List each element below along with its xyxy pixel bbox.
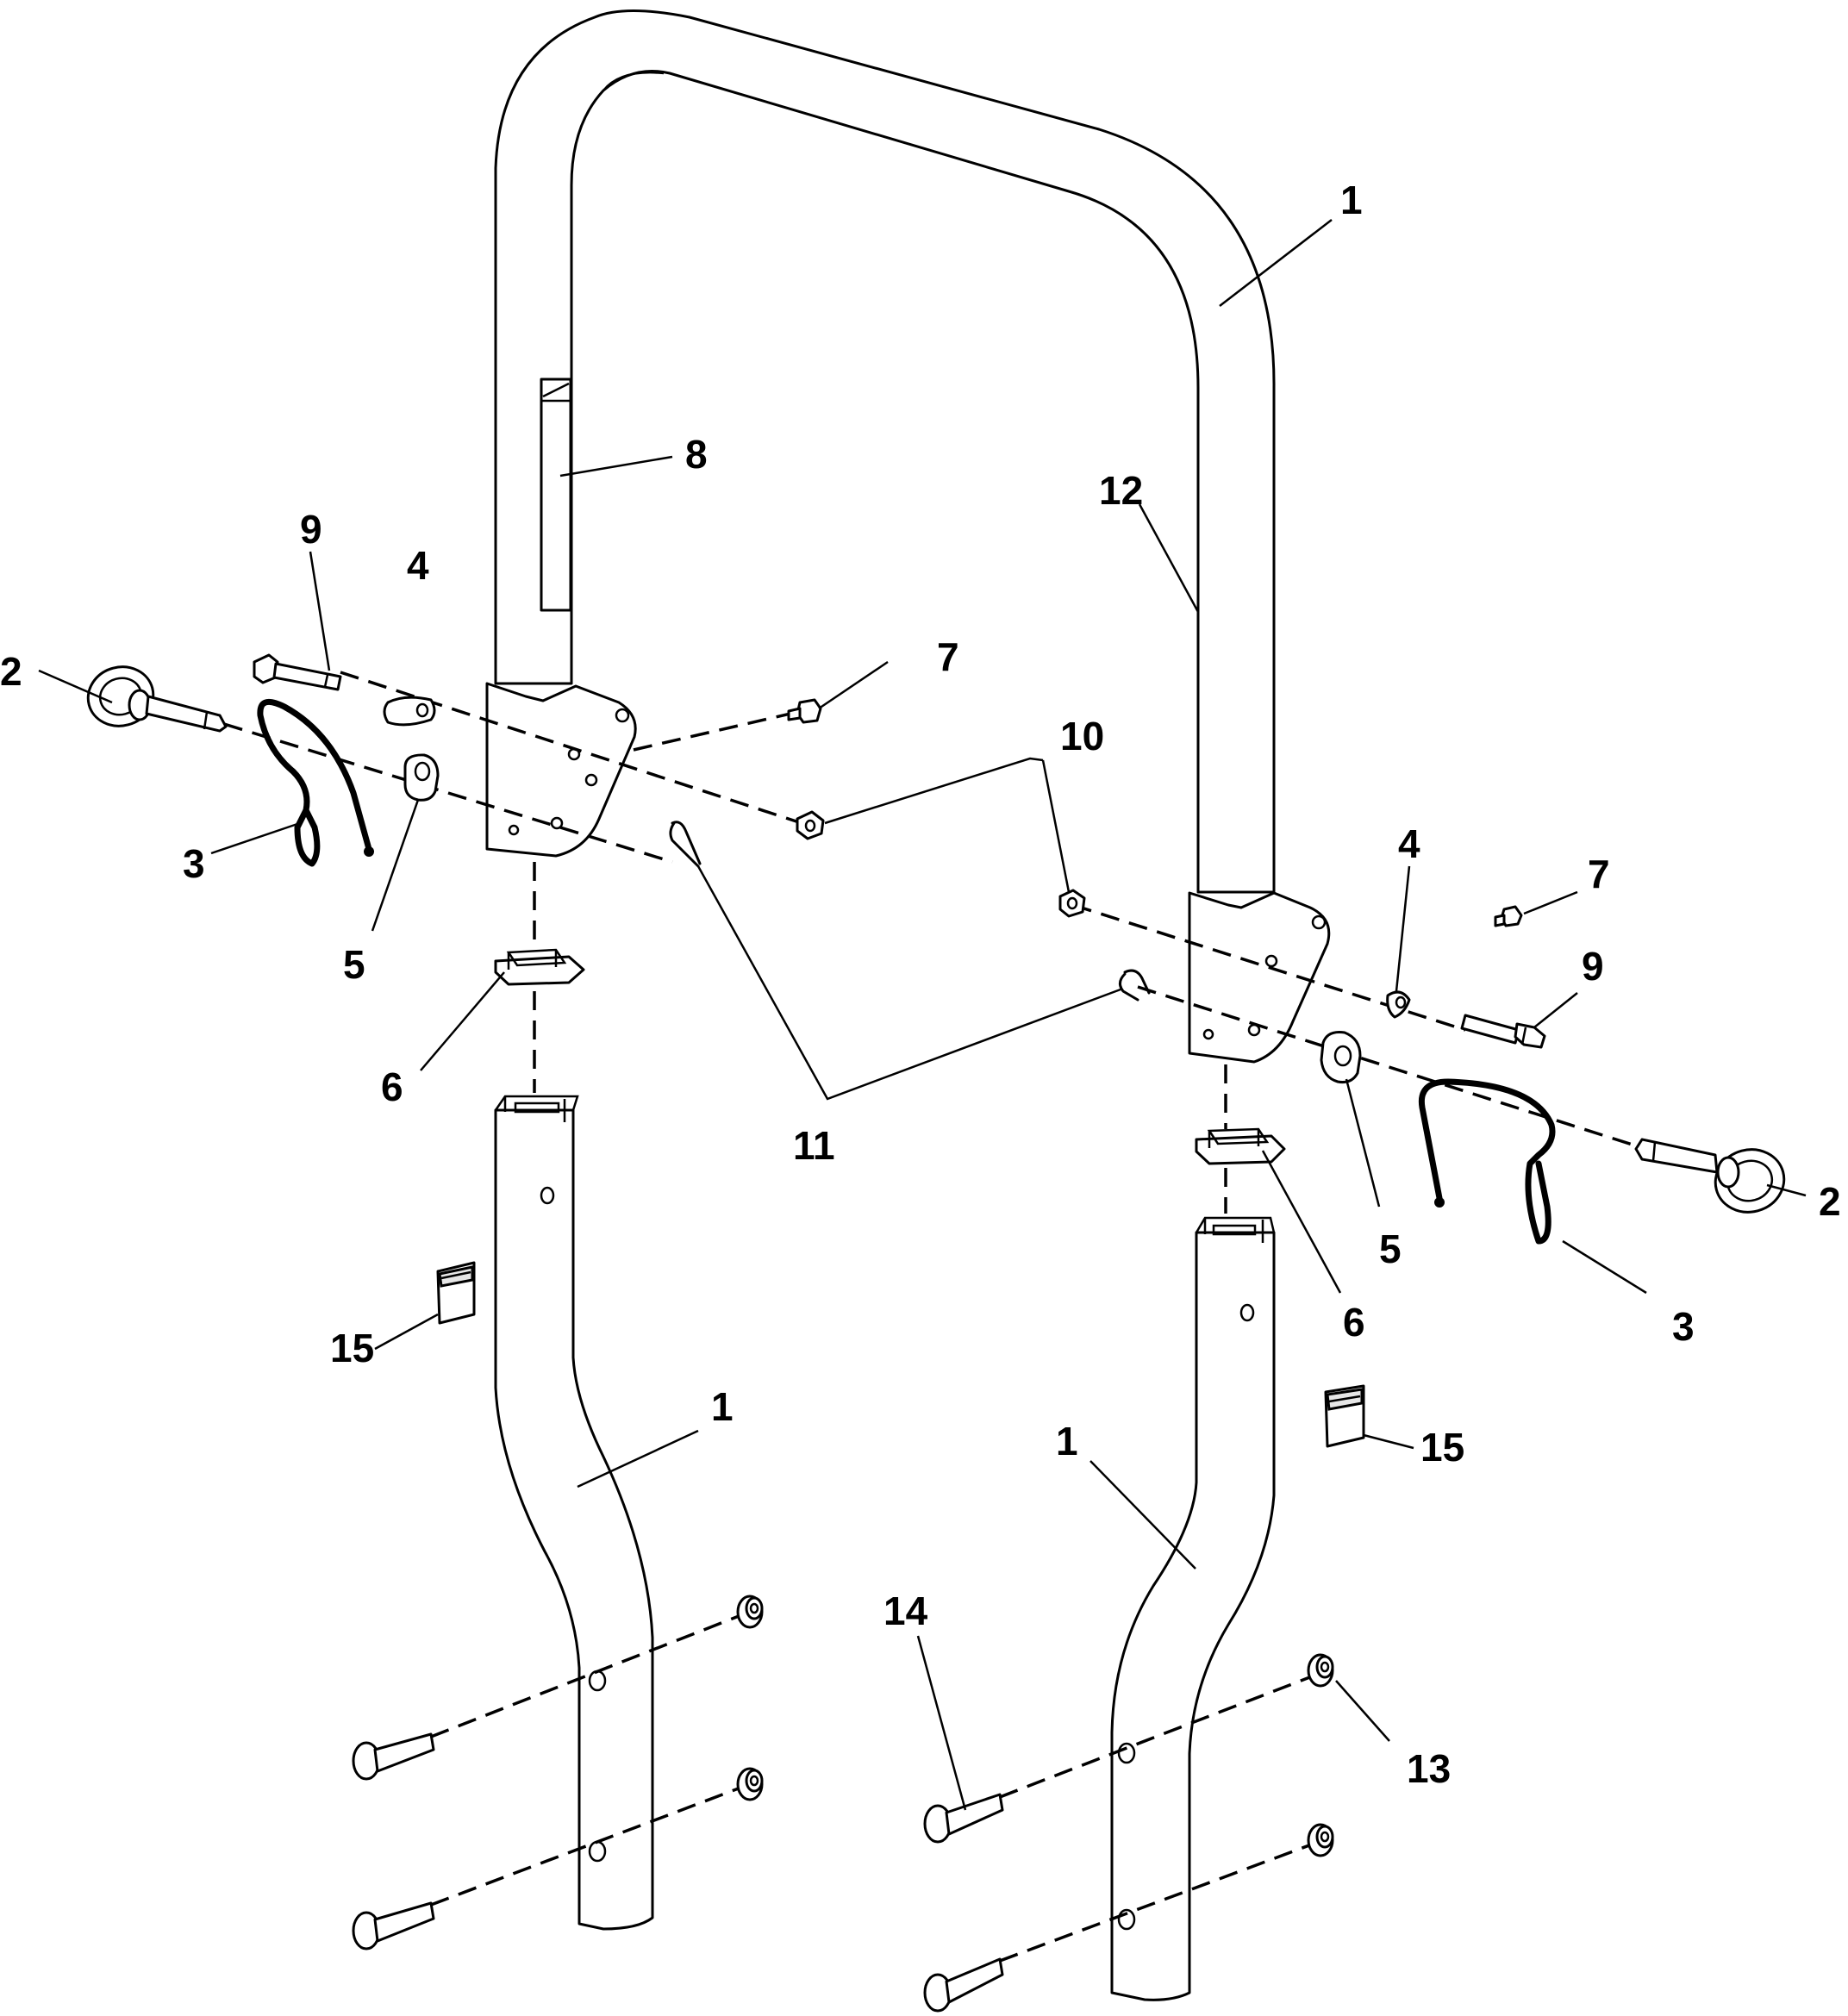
washer-4-right — [1386, 990, 1411, 1019]
decal-15-right — [1324, 1384, 1365, 1448]
flange-nut-13-lower-left-upper — [736, 1595, 764, 1629]
carriage-bolt-14-lower-right-lower — [923, 1957, 1004, 2013]
wire-clip-3-right — [1418, 1078, 1556, 1245]
sleeve-left — [494, 948, 585, 986]
callout-14: 14 — [883, 1588, 928, 1633]
decal-15-left — [436, 1261, 476, 1325]
nut-10-left — [796, 810, 825, 840]
callout-7-right: 7 — [1588, 852, 1610, 896]
carriage-bolt-14-lower-left-upper — [352, 1732, 435, 1781]
callout-10: 10 — [1060, 714, 1104, 758]
washer-4-left — [383, 696, 436, 727]
spacer-5-right — [1320, 1031, 1362, 1083]
assembly-dashed-lines — [223, 671, 1639, 1963]
callout-4-right: 4 — [1398, 821, 1420, 866]
callout-5-left: 5 — [343, 942, 365, 987]
callout-1-right: 1 — [1056, 1419, 1078, 1464]
callout-6-right: 6 — [1343, 1300, 1365, 1345]
bolt-9-right — [1460, 1014, 1546, 1049]
left-bracket — [485, 682, 637, 858]
callout-9-right: 9 — [1582, 944, 1604, 989]
bolt-9-left — [253, 653, 342, 691]
callout-15-left: 15 — [330, 1326, 374, 1370]
callout-5-right: 5 — [1379, 1226, 1402, 1271]
flange-nut-13-lower-right-lower — [1307, 1823, 1334, 1857]
callout-1-top: 1 — [1340, 178, 1363, 222]
callout-labels: 1 8 12 9 4 2 7 10 3 4 7 5 9 6 11 2 5 6 3… — [0, 178, 1841, 1791]
right-bracket — [1188, 891, 1331, 1064]
callout-2-left: 2 — [0, 649, 22, 694]
lower-left-tube — [494, 1095, 654, 1931]
wire-clip-3-left — [257, 698, 374, 867]
callout-11: 11 — [793, 1123, 835, 1168]
upper-roll-bar — [494, 9, 1276, 894]
callout-3-right: 3 — [1672, 1304, 1695, 1349]
flange-nut-13-lower-left-lower — [736, 1767, 764, 1801]
cotter-11-right — [1119, 969, 1151, 1002]
callout-13: 13 — [1407, 1746, 1451, 1791]
nut-10-right — [1058, 889, 1086, 918]
hitch-pin-2-right — [1634, 1138, 1786, 1214]
bolt-7-right — [1494, 905, 1523, 927]
bolt-7-left — [787, 698, 822, 724]
decal-part-8 — [540, 378, 572, 612]
callout-9-left: 9 — [300, 507, 322, 552]
carriage-bolt-14-lower-left-lower — [352, 1901, 435, 1950]
spacer-5-left — [403, 753, 440, 802]
callout-3-left: 3 — [183, 841, 205, 886]
callout-8: 8 — [685, 432, 708, 477]
callout-6-left: 6 — [381, 1064, 403, 1109]
cotter-11-left — [669, 821, 702, 868]
callout-15-right: 15 — [1420, 1425, 1464, 1470]
flange-nut-13-lower-right-upper — [1307, 1653, 1334, 1688]
carriage-bolt-14-lower-right-upper — [923, 1793, 1004, 1844]
lower-right-tube — [1110, 1216, 1276, 2001]
hitch-pin-2-left — [86, 665, 228, 733]
callout-7-left: 7 — [937, 634, 959, 679]
leader-lines — [38, 219, 1807, 1811]
callout-12: 12 — [1099, 468, 1143, 513]
callout-2-right: 2 — [1819, 1179, 1841, 1224]
sleeve-right — [1195, 1127, 1286, 1165]
callout-1-left: 1 — [711, 1384, 734, 1429]
callout-4-left: 4 — [407, 543, 429, 588]
